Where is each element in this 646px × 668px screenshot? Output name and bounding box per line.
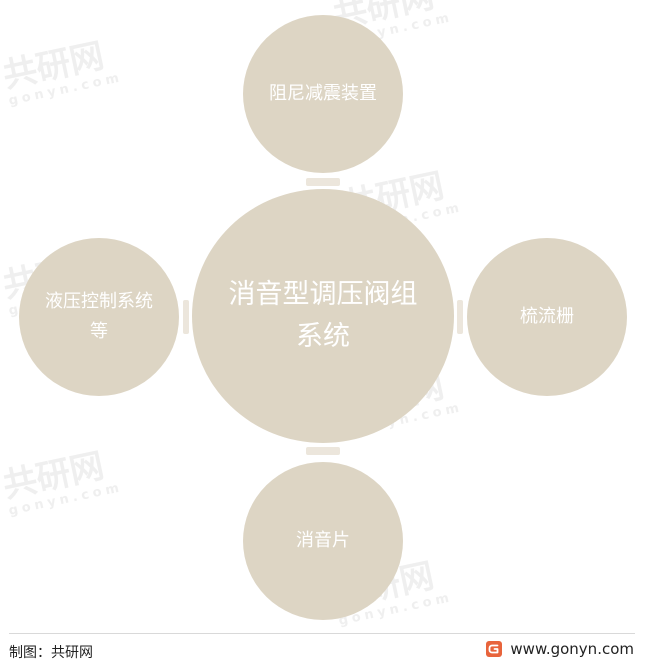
footer-website-label[interactable]: www.gonyn.com [510, 640, 634, 658]
connector-arrow-top [306, 178, 340, 186]
node-top-label: 阻尼减震装置 [269, 83, 377, 104]
node-top: 阻尼减震装置 [243, 15, 403, 173]
connector-arrow-left [183, 300, 189, 334]
node-left-label: 液压控制系统等 [45, 291, 153, 342]
node-bottom-label: 消音片 [296, 530, 350, 551]
node-center: 消音型调压阀组系统 [192, 189, 454, 443]
footer-divider [9, 633, 635, 634]
footer-credit: 制图：共研网 [9, 645, 93, 661]
node-right: 梳流栅 [467, 238, 627, 396]
node-left: 液压控制系统等 [19, 238, 179, 396]
footer-website[interactable]: www.gonyn.com [486, 640, 634, 658]
gonyn-logo-icon [486, 641, 503, 657]
node-bottom: 消音片 [243, 462, 403, 620]
connector-arrow-bottom [306, 447, 340, 455]
node-center-label: 消音型调压阀组系统 [228, 279, 418, 352]
connector-arrow-right [457, 300, 463, 334]
node-right-label: 梳流栅 [520, 306, 574, 327]
